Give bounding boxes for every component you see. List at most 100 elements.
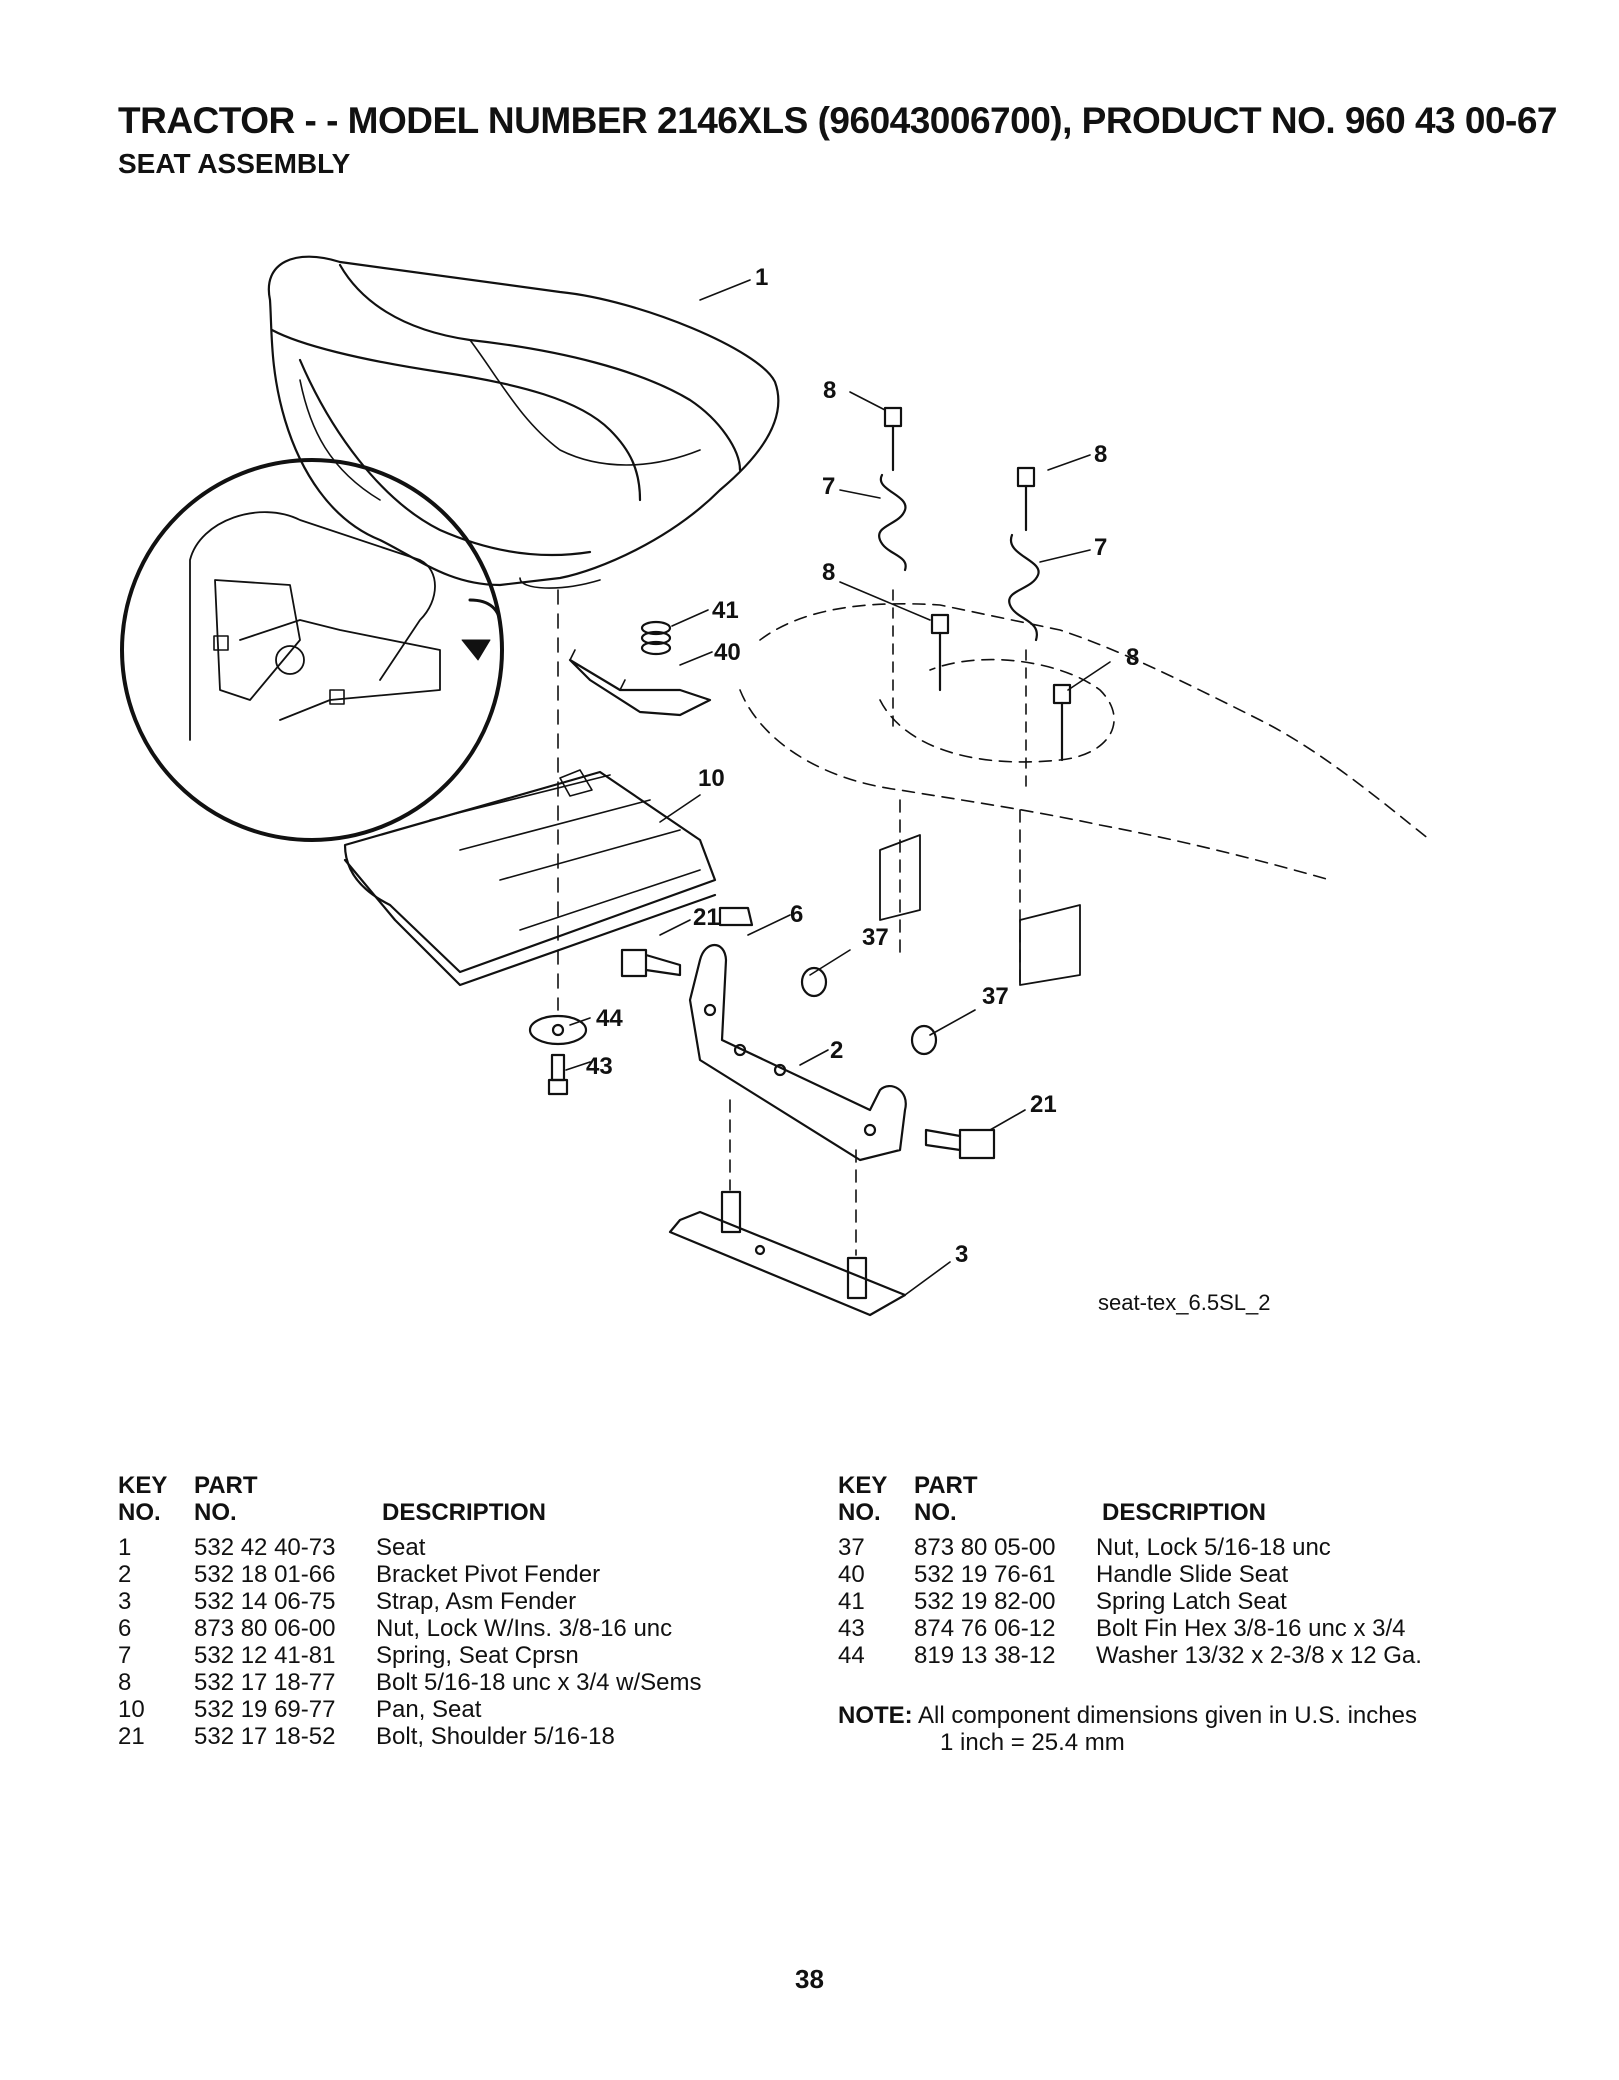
- callout-7: 7: [1094, 534, 1107, 561]
- description-header: DESCRIPTION: [1102, 1499, 1267, 1526]
- description: Pan, Seat: [376, 1696, 482, 1723]
- description: Strap, Asm Fender: [376, 1588, 577, 1615]
- table-row: 8 532 17 18-77 Bolt 5/16-18 unc x 3/4 w/Se…: [118, 1669, 758, 1696]
- part-no: 532 12 41-81: [194, 1642, 336, 1669]
- note-label: NOTE:: [838, 1702, 913, 1729]
- fender-outline-drawing: [739, 602, 1431, 991]
- seat-part-drawing: [267, 255, 780, 589]
- parts-table-left: KEY PART NO. NO. DESCRIPTION 1 532 42 40-…: [118, 1472, 758, 1750]
- description: Bracket Pivot Fender: [376, 1561, 601, 1588]
- key-no: 41: [838, 1588, 865, 1615]
- key-no: 37: [838, 1534, 865, 1561]
- callout-21: 21: [1030, 1091, 1057, 1118]
- key-no: 8: [118, 1669, 132, 1696]
- description: Bolt 5/16-18 unc x 3/4 w/Sems: [376, 1669, 702, 1696]
- table-row: 37 873 80 05-00 Nut, Lock 5/16-18 unc: [838, 1534, 1478, 1561]
- figure-code: seat-tex_6.5SL_2: [1098, 1290, 1270, 1315]
- table-header-row: NO. NO. DESCRIPTION: [838, 1499, 1478, 1526]
- callout-3: 3: [955, 1241, 968, 1268]
- table-row: 40 532 19 76-61 Handle Slide Seat: [838, 1561, 1478, 1588]
- table-header-row: KEY PART: [118, 1472, 758, 1499]
- callout-10: 10: [698, 765, 725, 792]
- part-header-line2: NO.: [914, 1499, 957, 1526]
- callout-41: 41: [712, 597, 739, 624]
- table-row: 43 874 76 06-12 Bolt Fin Hex 3/8-16 unc x …: [838, 1615, 1478, 1642]
- part-no: 532 19 82-00: [914, 1588, 1056, 1615]
- table-header-row: NO. NO. DESCRIPTION: [118, 1499, 758, 1526]
- callout-44: 44: [596, 1005, 623, 1032]
- bracket-pivot-drawing: [688, 943, 907, 1162]
- washer-and-bolt-drawing: [528, 589, 588, 1096]
- callout-8: 8: [1126, 644, 1139, 671]
- fasteners-drawing: [620, 906, 996, 1160]
- table-row: 41 532 19 82-00 Spring Latch Seat: [838, 1588, 1478, 1615]
- description: Seat: [376, 1534, 426, 1561]
- part-no: 532 19 69-77: [194, 1696, 336, 1723]
- callout-37: 37: [862, 924, 889, 951]
- part-no: 874 76 06-12: [914, 1615, 1056, 1642]
- callout-21: 21: [693, 904, 720, 931]
- page-subtitle: SEAT ASSEMBLY: [118, 148, 351, 179]
- description: Bolt Fin Hex 3/8-16 unc x 3/4: [1096, 1615, 1406, 1642]
- part-no: 532 42 40-73: [194, 1534, 336, 1561]
- part-no: 873 80 05-00: [914, 1534, 1056, 1561]
- parts-table-right: KEY PART NO. NO. DESCRIPTION 37 873 80 05…: [838, 1472, 1478, 1669]
- table-row: 10 532 19 69-77 Pan, Seat: [118, 1696, 758, 1723]
- fender-bracket-drawing: [879, 834, 1081, 986]
- strap-drawing: [668, 1099, 907, 1317]
- part-no: 532 18 01-66: [194, 1561, 336, 1588]
- part-header: PART: [914, 1472, 978, 1499]
- part-header-line2: NO.: [194, 1499, 237, 1526]
- description-header: DESCRIPTION: [382, 1499, 547, 1526]
- key-no: 1: [118, 1534, 132, 1561]
- table-row: 6 873 80 06-00 Nut, Lock W/Ins. 3/8-16 unc: [118, 1615, 758, 1642]
- callout-7: 7: [822, 473, 835, 500]
- seat-pan-drawing: [343, 769, 717, 987]
- callout-1: 1: [755, 264, 768, 291]
- leader-lines: [565, 279, 1111, 1296]
- key-header: KEY: [838, 1472, 888, 1499]
- key-no: 43: [838, 1615, 865, 1642]
- description: Nut, Lock W/Ins. 3/8-16 unc: [376, 1615, 673, 1642]
- part-no: 819 13 38-12: [914, 1642, 1056, 1669]
- table-row: 44 819 13 38-12 Washer 13/32 x 2-3/8 x 12 …: [838, 1642, 1478, 1669]
- note-line2: 1 inch = 25.4 mm: [940, 1729, 1125, 1756]
- callout-6: 6: [790, 901, 803, 928]
- part-no: 532 19 76-61: [914, 1561, 1056, 1588]
- description: Bolt, Shoulder 5/16-18: [376, 1723, 615, 1750]
- note-line1: All component dimensions given in U.S. i…: [918, 1702, 1417, 1729]
- seat-assembly-diagram: 1 8 7 8 7 8 8 41 40 10 21 6 37 37 2 44 4…: [120, 255, 1431, 1317]
- table-row: 3 532 14 06-75 Strap, Asm Fender: [118, 1588, 758, 1615]
- table-header-row: KEY PART: [838, 1472, 1478, 1499]
- callout-8: 8: [822, 559, 835, 586]
- description: Washer 13/32 x 2-3/8 x 12 Ga.: [1096, 1642, 1422, 1669]
- description: Nut, Lock 5/16-18 unc: [1096, 1534, 1331, 1561]
- key-no: 10: [118, 1696, 145, 1723]
- part-no: 532 14 06-75: [194, 1588, 336, 1615]
- key-no: 6: [118, 1615, 132, 1642]
- handle-and-spring-drawing: [568, 620, 712, 717]
- key-no: 3: [118, 1588, 132, 1615]
- key-no: 2: [118, 1561, 132, 1588]
- description: Spring, Seat Cprsn: [376, 1642, 579, 1669]
- table-row: 2 532 18 01-66 Bracket Pivot Fender: [118, 1561, 758, 1588]
- part-no: 532 17 18-77: [194, 1669, 336, 1696]
- key-no: 40: [838, 1561, 865, 1588]
- description: Spring Latch Seat: [1096, 1588, 1287, 1615]
- callout-37: 37: [982, 983, 1009, 1010]
- callout-40: 40: [714, 639, 741, 666]
- callout-8: 8: [823, 377, 836, 404]
- description: Handle Slide Seat: [1096, 1561, 1289, 1588]
- page-title: TRACTOR - - MODEL NUMBER 2146XLS (960430…: [118, 100, 1558, 141]
- part-no: 873 80 06-00: [194, 1615, 336, 1642]
- part-header: PART: [194, 1472, 258, 1499]
- key-no: 21: [118, 1723, 145, 1750]
- springs-and-bolts-drawing: [878, 406, 1072, 791]
- key-header: KEY: [118, 1472, 168, 1499]
- callout-2: 2: [830, 1037, 843, 1064]
- callout-43: 43: [586, 1053, 613, 1080]
- key-no: 44: [838, 1642, 865, 1669]
- dimension-note: NOTE: All component dimensions given in …: [838, 1702, 1417, 1756]
